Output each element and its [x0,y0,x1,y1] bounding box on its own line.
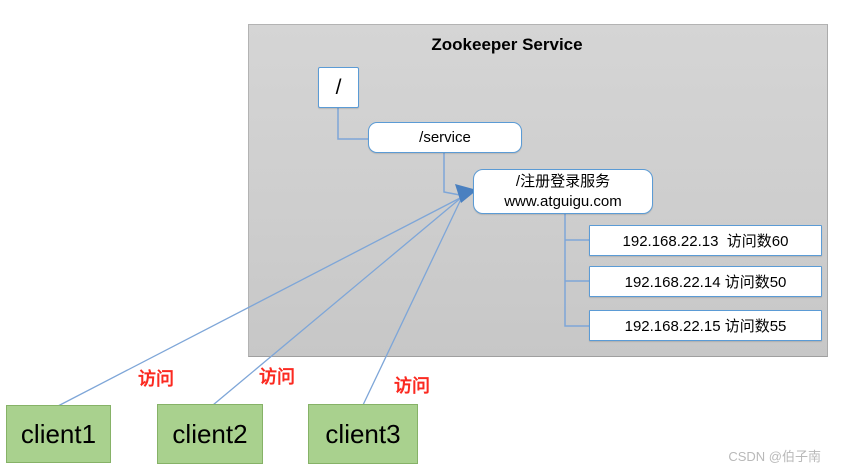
client2-box: client2 [157,404,263,464]
client1-box: client1 [6,405,111,463]
znode-server-3: 192.168.22.15 访问数55 [589,310,822,341]
panel-title: Zookeeper Service [431,35,583,54]
znode-server-3-label: 192.168.22.15 访问数55 [624,318,787,335]
access-edge-label-1: 访问 [138,369,174,389]
znode-root-label: / [335,75,342,99]
client3-box: client3 [308,404,418,464]
znode-service-label: /service [419,129,471,146]
watermark: CSDN @伯子南 [728,449,821,464]
znode-server-2: 192.168.22.14 访问数50 [589,266,822,297]
znode-server-2-label: 192.168.22.14 访问数50 [624,274,787,291]
client1-label: client1 [20,418,97,449]
znode-service: /service [368,122,522,153]
znode-registry: /注册登录服务 www.atguigu.com [473,169,653,214]
access-edge-label-3: 访问 [394,376,430,396]
access-edge-label-2: 访问 [259,367,295,387]
client2-label: client2 [172,418,248,449]
znode-registry-url: www.atguigu.com [504,192,622,210]
znode-root: / [318,67,359,108]
znode-registry-title: /注册登录服务 [515,172,611,190]
znode-server-1-label: 192.168.22.13 访问数60 [622,233,789,250]
znode-server-1: 192.168.22.13 访问数60 [589,225,822,256]
client3-label: client3 [325,418,401,449]
